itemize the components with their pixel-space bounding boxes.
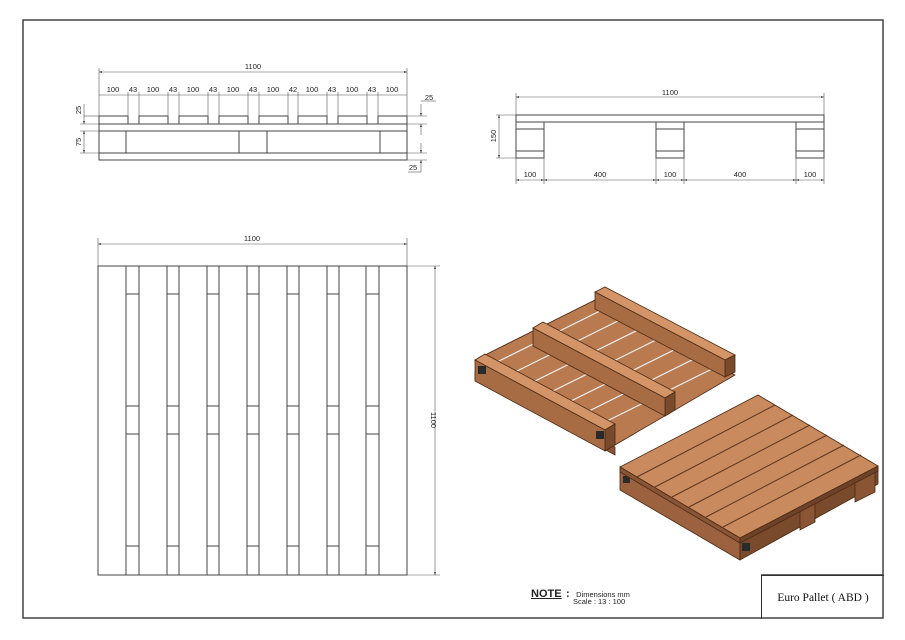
- note-block: NOTE : Dimensions mm Scale : 13 : 100: [531, 584, 630, 606]
- svg-text:1100: 1100: [429, 412, 438, 428]
- svg-text:100: 100: [147, 85, 160, 94]
- svg-text:100: 100: [386, 85, 399, 94]
- top-view-dimensions: [97, 238, 440, 576]
- svg-text:43: 43: [368, 85, 376, 94]
- top-view-labels: 1100 1100: [244, 234, 438, 428]
- svg-text:43: 43: [249, 85, 257, 94]
- svg-text:100: 100: [664, 170, 677, 179]
- svg-text:1100: 1100: [244, 234, 260, 243]
- note-label: NOTE: [531, 588, 562, 600]
- sheet-border: [22, 19, 884, 619]
- svg-text:100: 100: [267, 85, 280, 94]
- svg-text:43: 43: [328, 85, 336, 94]
- svg-text:1100: 1100: [662, 88, 678, 97]
- svg-text:1100: 1100: [245, 62, 261, 71]
- side-view-labels: 1100 150 100 400 100 400 100: [489, 88, 816, 179]
- svg-text:100: 100: [306, 85, 319, 94]
- svg-text:42: 42: [289, 85, 297, 94]
- top-view: [97, 265, 408, 576]
- svg-text:25: 25: [74, 106, 83, 114]
- note-dimensions: Dimensions mm: [576, 590, 630, 599]
- svg-text:25: 25: [409, 163, 417, 172]
- svg-text:100: 100: [804, 170, 817, 179]
- svg-text:43: 43: [169, 85, 177, 94]
- drawing-title: Euro Pallet ( ABD ): [777, 591, 869, 604]
- front-view-labels: 1100 100 43 100 43 100 43 100 43 100 42 …: [74, 62, 433, 172]
- svg-text:75: 75: [74, 138, 83, 146]
- svg-text:400: 400: [594, 170, 607, 179]
- front-view-dimensions: [80, 68, 436, 173]
- svg-text:100: 100: [524, 170, 537, 179]
- note-colon: :: [566, 588, 570, 600]
- iso-pallet-bottom-up: [474, 286, 736, 456]
- svg-text:100: 100: [107, 85, 120, 94]
- svg-text:25: 25: [425, 93, 433, 102]
- svg-text:43: 43: [209, 85, 217, 94]
- svg-text:400: 400: [734, 170, 747, 179]
- svg-text:100: 100: [346, 85, 359, 94]
- side-view-dimensions: [496, 93, 825, 184]
- side-view: [515, 114, 825, 159]
- svg-text:100: 100: [187, 85, 200, 94]
- svg-text:100: 100: [227, 85, 240, 94]
- title-block: Euro Pallet ( ABD ): [761, 575, 884, 619]
- svg-text:43: 43: [129, 85, 137, 94]
- iso-pallet-top-up: [619, 394, 879, 561]
- note-scale: Scale : 13 : 100: [573, 597, 626, 606]
- svg-text:150: 150: [489, 130, 498, 143]
- front-view: [98, 115, 408, 161]
